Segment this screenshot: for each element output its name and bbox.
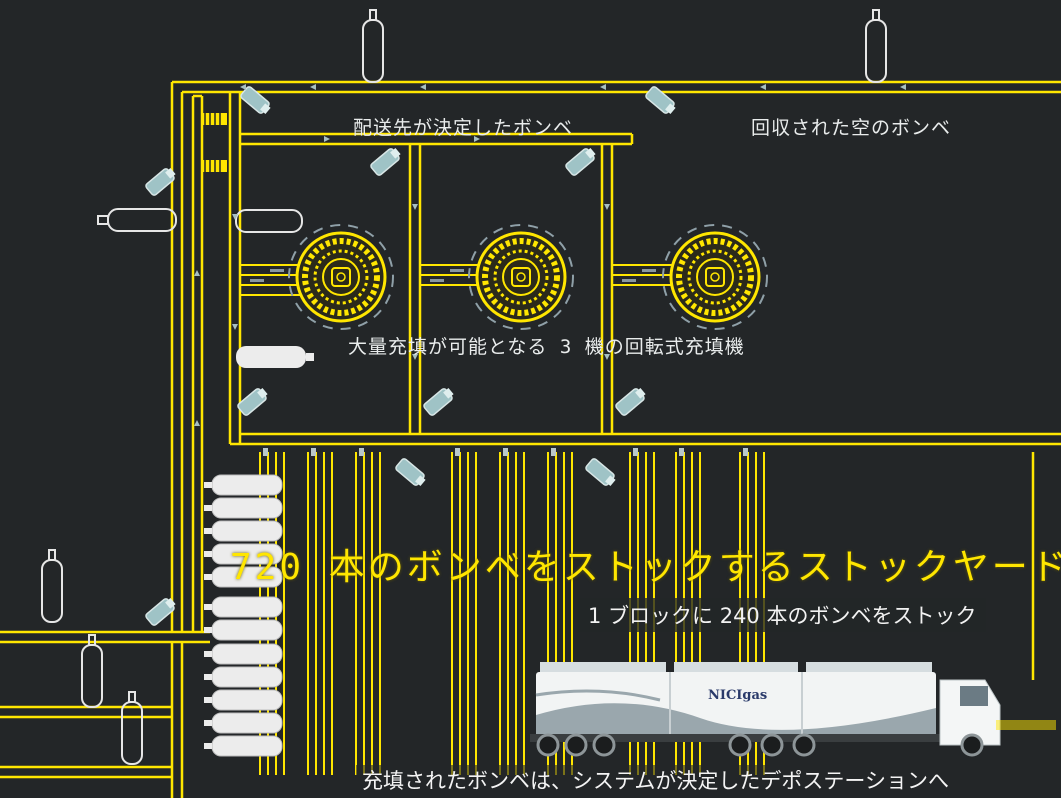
camera-icon	[369, 144, 404, 178]
arrow-icon	[194, 84, 906, 426]
label-depot: 充填されたボンベは、システムが決定したデポステーションへ	[356, 765, 955, 795]
gas-cylinder-icon	[121, 691, 143, 765]
label-block-stock: 1 ブロックに 240 本のボンベをストック	[578, 598, 987, 632]
camera-icon	[614, 384, 649, 418]
rotary-filler-2	[469, 225, 573, 329]
label-dispatch-destination: 配送先が決定したボンベ	[353, 117, 574, 139]
camera-icon	[564, 144, 599, 178]
truck-logo: NICIgas	[708, 688, 768, 703]
gas-cylinder-icon	[865, 9, 887, 83]
camera-icon	[644, 84, 679, 118]
rotary-filler-1	[289, 225, 393, 329]
gas-cylinder-icon	[235, 209, 303, 233]
label-collected-empty: 回収された空のボンベ	[751, 117, 952, 139]
gas-cylinder-icon	[81, 634, 103, 708]
truck-icon	[530, 662, 1056, 757]
camera-icon	[584, 456, 619, 490]
rotary-filler-3	[663, 225, 767, 329]
gas-cylinder-icon	[97, 208, 177, 232]
gas-cylinder-icon	[41, 549, 63, 623]
gas-cylinder-icon	[236, 346, 314, 368]
camera-icon	[394, 456, 429, 490]
label-stockyard: 720 本のボンベをストックするストックヤード	[230, 547, 1061, 588]
label-rotary-fillers: 大量充填が可能となる 3 機の回転式充填機	[348, 336, 745, 358]
camera-icon	[422, 384, 457, 418]
stocked-cylinders	[203, 474, 283, 757]
camera-icon	[239, 84, 274, 118]
conveyor-tracks	[0, 80, 1061, 798]
gas-cylinder-icon	[362, 9, 384, 83]
camera-icon	[236, 384, 271, 418]
